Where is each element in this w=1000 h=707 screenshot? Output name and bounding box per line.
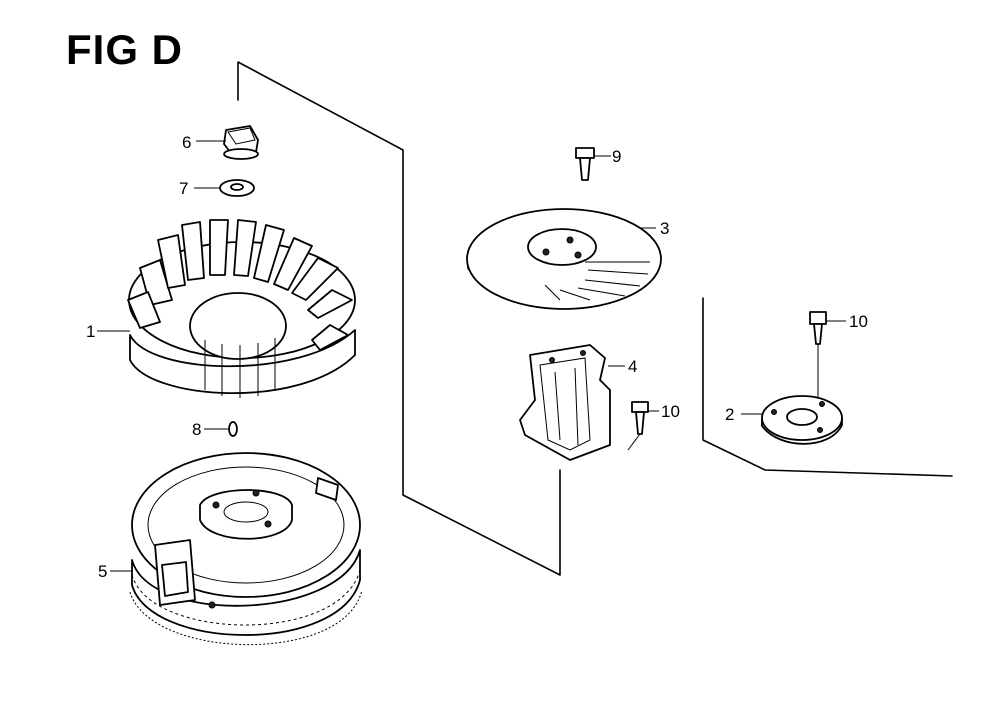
part-4-bracket[interactable] <box>519 344 611 461</box>
part-9-bolt[interactable] <box>575 147 595 181</box>
part-1-cooling-fan[interactable] <box>127 219 356 398</box>
part-7-washer[interactable] <box>219 179 255 197</box>
part-10-bolt-center[interactable] <box>631 401 649 435</box>
part-2-plate[interactable] <box>761 395 843 445</box>
callout-8: 8 <box>192 420 201 439</box>
callout-10-right: 10 <box>849 312 868 331</box>
callout-4: 4 <box>628 357 637 376</box>
callout-1: 1 <box>86 322 95 341</box>
part-10-bolt-right[interactable] <box>809 311 827 345</box>
part-6-flange-nut[interactable] <box>223 125 259 160</box>
callout-9: 9 <box>612 147 621 166</box>
callout-labels: 6 7 1 8 5 9 3 4 10 10 2 <box>86 133 868 581</box>
callout-3: 3 <box>660 219 669 238</box>
figure-title: FIG D <box>66 26 183 73</box>
leader-lines <box>97 140 846 572</box>
callout-2: 2 <box>725 405 734 424</box>
part-3-shroud-plate[interactable] <box>466 208 662 310</box>
part-5-flywheel[interactable] <box>129 452 363 646</box>
callout-5: 5 <box>98 562 107 581</box>
callout-10-center: 10 <box>661 402 680 421</box>
callout-6: 6 <box>182 133 191 152</box>
grouping-bracket-right <box>702 297 953 477</box>
callout-7: 7 <box>179 179 188 198</box>
grouping-bracket-left <box>237 61 561 576</box>
part-8-woodruff-key[interactable] <box>228 421 238 437</box>
